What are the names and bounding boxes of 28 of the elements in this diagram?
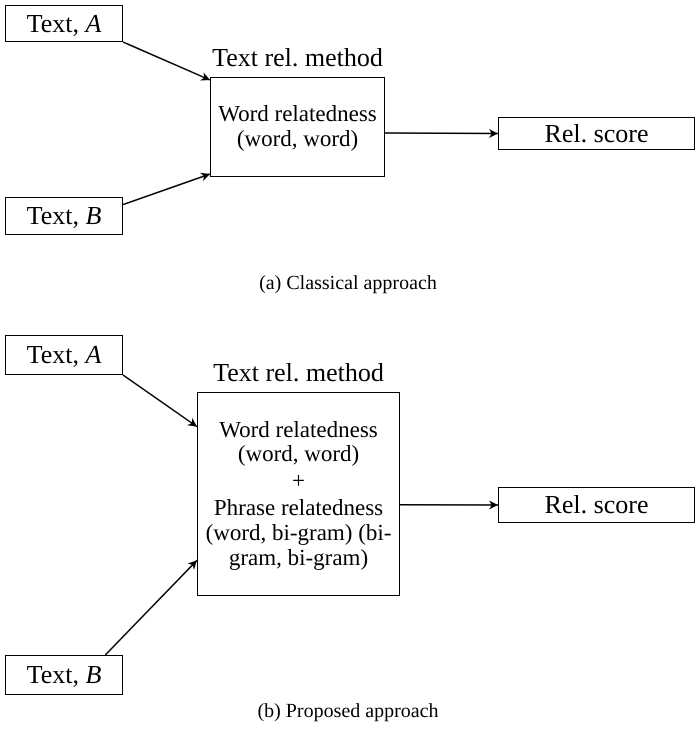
box-text: Word relatedness (word, word) bbox=[218, 418, 379, 468]
method-heading: Text rel. method bbox=[211, 43, 384, 73]
caption: (b) Proposed approach bbox=[256, 700, 440, 723]
arrow bbox=[122, 41, 210, 81]
box-text: Phrase relatedness (word, bi-gram) (bi-gram, bi-gram) bbox=[204, 496, 392, 570]
arrow bbox=[104, 560, 198, 656]
arrow bbox=[122, 374, 198, 428]
process-box bbox=[197, 392, 400, 596]
box-text: + bbox=[291, 469, 306, 494]
caption: (a) Classical approach bbox=[258, 272, 438, 295]
process-box bbox=[5, 5, 123, 42]
process-box bbox=[5, 335, 123, 375]
process-box bbox=[5, 655, 123, 695]
box-text: Text, A bbox=[26, 340, 102, 370]
box-text: Rel. score bbox=[544, 118, 650, 148]
arrow bbox=[122, 172, 210, 206]
arrow bbox=[385, 128, 498, 138]
box-text: Text, B bbox=[26, 660, 102, 690]
process-box bbox=[498, 117, 695, 150]
box-text: Word relatedness (word, word) bbox=[217, 102, 378, 152]
box-text: Text, A bbox=[26, 8, 102, 38]
process-box bbox=[5, 197, 123, 235]
arrow bbox=[400, 500, 498, 510]
process-box bbox=[210, 77, 385, 177]
method-heading: Text rel. method bbox=[212, 358, 385, 388]
box-text: Text, B bbox=[26, 201, 102, 231]
box-text: Rel. score bbox=[544, 490, 650, 520]
process-box bbox=[498, 487, 695, 523]
